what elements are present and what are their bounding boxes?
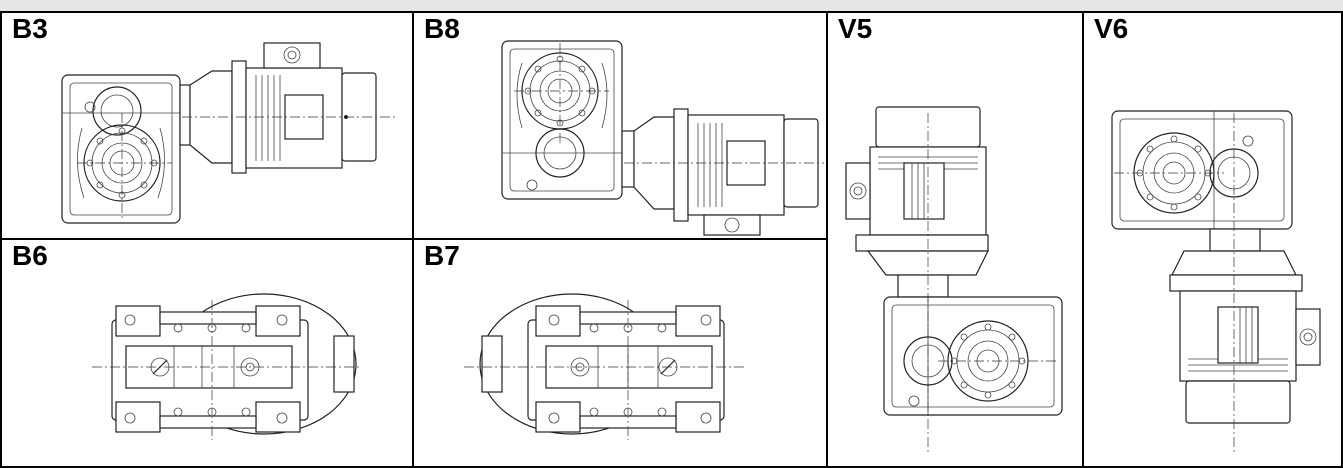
cell-b8: B8	[412, 11, 828, 240]
mounting-positions-grid: B3	[0, 11, 1343, 468]
cell-b6: B6	[0, 238, 414, 468]
position-label-v5: V5	[838, 13, 873, 44]
gearmotor-drawing-b6	[92, 293, 362, 440]
cell-b3: B3	[0, 11, 414, 240]
position-label-b7: B7	[424, 240, 460, 271]
gearmotor-drawing-v6	[1111, 110, 1321, 453]
gearmotor-drawing-b7	[464, 293, 744, 440]
position-label-b8: B8	[424, 13, 460, 44]
cell-v5: V5	[826, 11, 1084, 468]
gearmotor-drawing-v5	[845, 106, 1063, 453]
position-label-v6: V6	[1094, 13, 1129, 44]
position-label-b3: B3	[12, 13, 48, 44]
gearmotor-drawing-b3	[61, 42, 397, 224]
gearmotor-drawing-b8	[501, 40, 824, 236]
position-label-b6: B6	[12, 240, 48, 271]
cell-v6: V6	[1082, 11, 1343, 468]
cell-b7: B7	[412, 238, 828, 468]
